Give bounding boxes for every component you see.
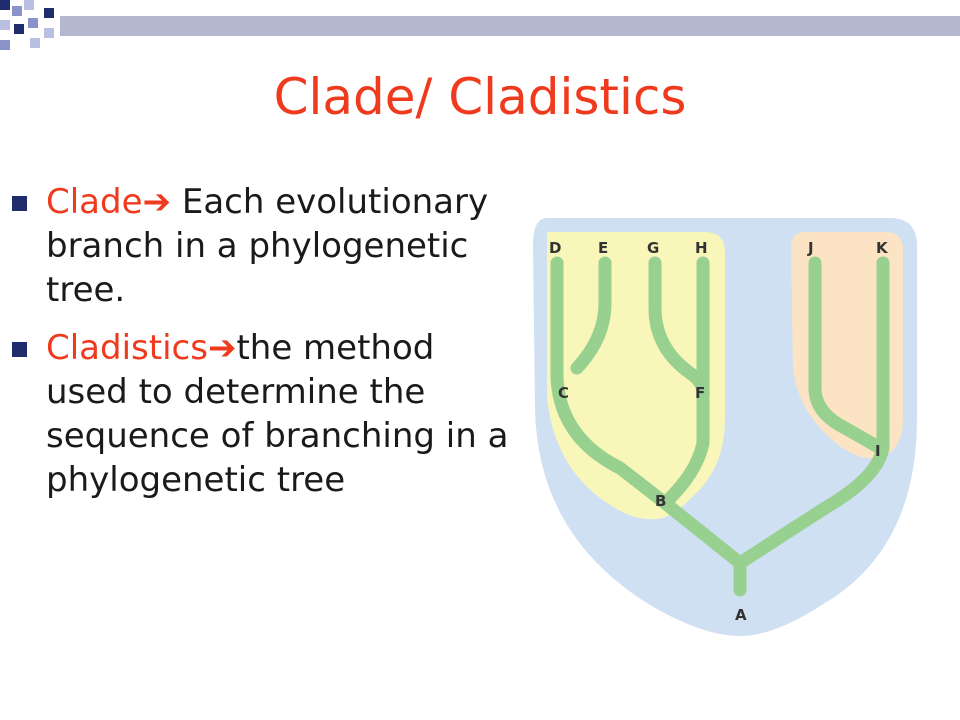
- node-label-g: G: [647, 239, 659, 257]
- branch-h: [658, 256, 710, 510]
- bullet-clade: Clade➔ Each evolutionary branch in a phy…: [12, 180, 512, 312]
- node-label-i: I: [875, 442, 881, 460]
- node-label-c: C: [558, 384, 569, 402]
- corner-decoration: [0, 0, 960, 50]
- branch-e: [570, 256, 612, 375]
- bullet-text: the method used to determine the sequenc…: [46, 328, 509, 500]
- bullet-square-icon: [12, 196, 27, 211]
- branch-k: [733, 256, 890, 570]
- node-label-b: B: [655, 492, 666, 510]
- node-label-f: F: [695, 384, 705, 402]
- node-label-e: E: [598, 239, 608, 257]
- phylogenetic-tree-diagram: D E G H J K C F B I A: [533, 218, 917, 636]
- bullet-cladistics: Cladistics➔the method used to determine …: [12, 326, 512, 502]
- node-label-j: J: [807, 239, 814, 257]
- bullet-text: Each evolutionary branch in a phylogenet…: [46, 182, 489, 310]
- branch-j: [808, 256, 887, 455]
- branch-d: [550, 256, 672, 510]
- bullet-term: Cladistics: [46, 328, 208, 368]
- branch-b: [658, 496, 747, 570]
- bullet-list: Clade➔ Each evolutionary branch in a phy…: [12, 180, 512, 516]
- right-arrow-icon: ➔: [207, 328, 237, 368]
- bullet-term: Clade: [46, 182, 143, 222]
- right-arrow-icon: ➔: [142, 182, 172, 222]
- node-label-k: K: [876, 239, 889, 257]
- node-label-h: H: [695, 239, 708, 257]
- bullet-square-icon: [12, 342, 27, 357]
- node-label-a: A: [735, 606, 747, 624]
- node-label-d: D: [549, 239, 561, 257]
- slide-title: Clade/ Cladistics: [273, 68, 687, 126]
